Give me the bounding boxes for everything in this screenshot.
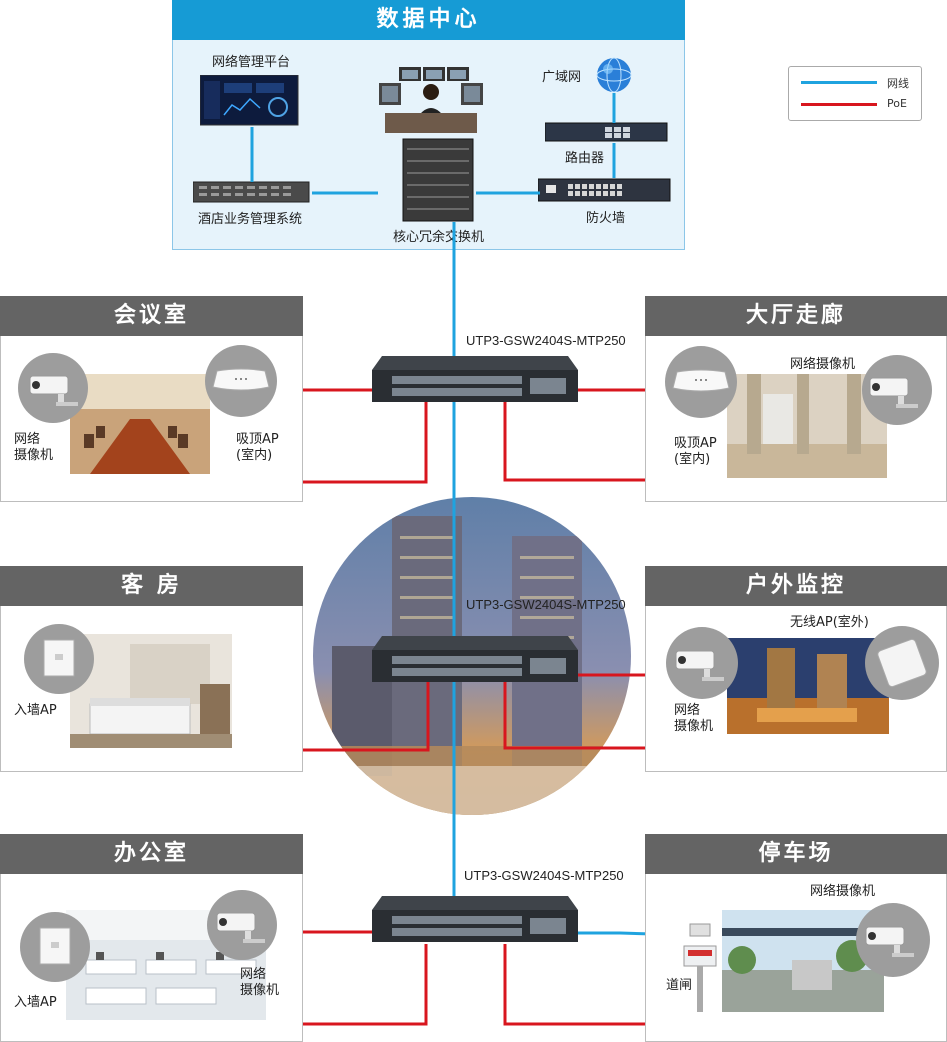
wan-globe-icon	[596, 57, 632, 93]
management-platform-monitor-icon	[200, 75, 299, 126]
meeting-room-photo	[70, 374, 210, 474]
parking-title: 停车场	[645, 834, 947, 874]
data-center-title: 数据中心	[172, 0, 685, 40]
lobby-title: 大厅走廊	[645, 296, 947, 336]
wall-ap-icon	[39, 927, 71, 965]
wan-label: 广域网	[542, 70, 582, 85]
guest-room-photo	[70, 634, 232, 748]
switch-top-model: UTP3-GSW2404S-MTP250	[466, 333, 626, 348]
outdoor-ap-icon	[877, 638, 927, 688]
parking-camera-label: 网络摄像机	[810, 884, 876, 899]
core-switch-label: 核心冗余交换机	[393, 230, 485, 245]
meeting-room-title: 会议室	[0, 296, 303, 336]
poe-switch-middle-icon	[372, 636, 578, 682]
hotel-system-server-icon	[193, 181, 310, 203]
core-switch-icon	[379, 67, 483, 222]
router-label: 路由器	[565, 151, 605, 166]
switch-bottom-model: UTP3-GSW2404S-MTP250	[464, 868, 624, 883]
wall-ap-icon	[43, 639, 75, 677]
lobby-ap-label: 吸顶AP(室内)	[674, 436, 717, 467]
camera-icon	[675, 650, 724, 681]
legend-poe-line	[801, 103, 877, 106]
poe-switch-bottom-icon	[372, 896, 578, 942]
router-icon	[545, 122, 668, 142]
hotel-system-label: 酒店业务管理系统	[198, 212, 303, 227]
lobby-camera-label: 网络摄像机	[790, 357, 856, 372]
legend: 网线 PoE	[788, 66, 922, 121]
barrier-gate-icon	[683, 923, 717, 1012]
legend-network-label: 网线	[887, 77, 909, 90]
camera-icon	[216, 912, 265, 943]
legend-network-line	[801, 81, 877, 84]
camera-icon	[869, 377, 918, 408]
switch-middle-model: UTP3-GSW2404S-MTP250	[466, 597, 626, 612]
firewall-label: 防火墙	[586, 211, 626, 226]
outdoor-title: 户外监控	[645, 566, 947, 606]
meeting-room-camera-label: 网络摄像机	[14, 432, 54, 463]
camera-icon	[29, 375, 78, 406]
legend-poe-label: PoE	[887, 97, 907, 110]
ceiling-ap-icon	[212, 368, 270, 391]
parking-gate-label: 道闸	[666, 978, 693, 993]
meeting-room-ap-label: 吸顶AP(室内)	[236, 432, 279, 463]
guest-room-ap-label: 入墙AP	[14, 703, 57, 718]
camera-icon	[865, 926, 914, 957]
lobby-photo	[727, 374, 887, 478]
parking-photo	[722, 910, 884, 1012]
office-camera-label: 网络摄像机	[240, 967, 280, 998]
management-platform-label: 网络管理平台	[212, 55, 291, 70]
office-title: 办公室	[0, 834, 303, 874]
poe-switch-top-icon	[372, 356, 578, 402]
outdoor-camera-label: 网络摄像机	[674, 703, 714, 734]
guest-room-title: 客 房	[0, 566, 303, 606]
office-ap-label: 入墙AP	[14, 995, 57, 1010]
outdoor-ap-label: 无线AP(室外)	[790, 615, 869, 630]
firewall-icon	[538, 178, 671, 202]
ceiling-ap-icon	[672, 369, 730, 392]
outdoor-night-photo	[727, 638, 889, 734]
